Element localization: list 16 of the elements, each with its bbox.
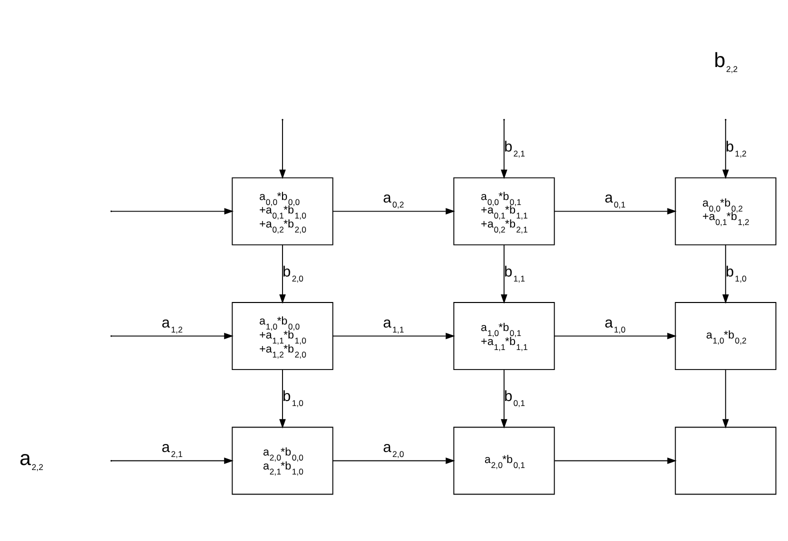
edge-label: b$_{2,1}$ — [504, 139, 526, 158]
edge-label: a$_{2,1}$ — [162, 440, 183, 459]
edge-label: b$_{1,0}$ — [282, 388, 304, 408]
edge-label: a$_{0,2}$ — [383, 190, 404, 210]
label: a$_{2,2}$ — [20, 446, 44, 472]
edge-label: b$_{2,0}$ — [282, 264, 304, 283]
edge-label: a$_{1,0}$ — [604, 314, 626, 334]
edge-label: b$_{1,0}$ — [726, 264, 747, 283]
edge-label: a$_{2,0}$ — [383, 440, 404, 459]
label: b$_{2,2}$ — [714, 48, 738, 74]
edge-label: b$_{0,1}$ — [504, 388, 526, 408]
edge-label: a$_{1,1}$ — [383, 314, 404, 334]
edge-label: b$_{1,1}$ — [504, 264, 526, 283]
edge-label: a$_{0,1}$ — [604, 190, 626, 210]
edge-label: a$_{1,2}$ — [162, 314, 183, 334]
edge-label: b$_{1,2}$ — [726, 139, 747, 158]
